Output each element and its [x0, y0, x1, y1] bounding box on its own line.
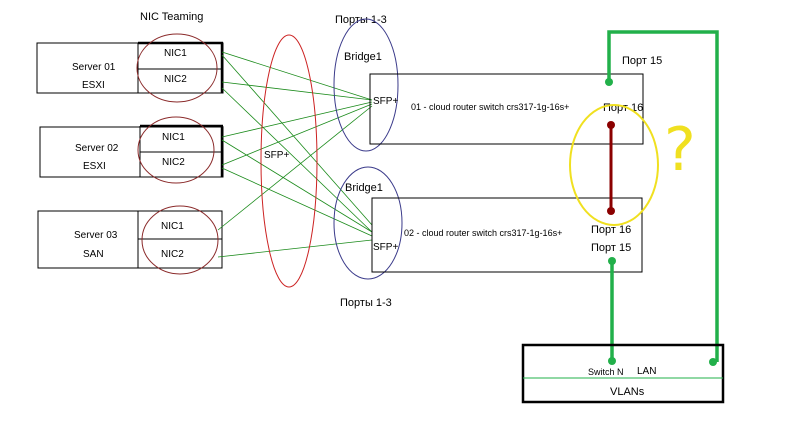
server-03-name: Server 03 — [74, 230, 118, 241]
switch-01: SFP+ 01 - cloud router switch crs317-1g-… — [369, 55, 662, 145]
server-02-name: Server 02 — [75, 143, 119, 154]
switch-02-port15: Порт 15 — [591, 242, 631, 254]
server-03: Server 03 SAN NIC1 NIC2 — [37, 205, 223, 275]
switch-02: SFP+ 02 - cloud router switch crs317-1g-… — [371, 197, 643, 273]
stack-link-bottom-dot — [607, 207, 615, 215]
stack-highlight-ellipse — [569, 104, 659, 226]
server-01-nic1: NIC1 — [164, 48, 187, 59]
switch-01-box — [369, 73, 644, 145]
lan-label: LAN — [637, 366, 656, 377]
server-02-team-circle — [137, 116, 215, 184]
switch-01-port15: Порт 15 — [622, 55, 662, 67]
bridge1-top-label: Bridge1 — [344, 51, 382, 63]
sfp-group-ellipse — [260, 34, 318, 288]
nic-links — [217, 51, 373, 258]
bridge1-bottom-label: Bridge1 — [345, 182, 383, 194]
switch-01-name: 01 - cloud router switch crs317-1g-16s+ — [411, 102, 569, 112]
uplink-switch01-dot — [605, 78, 613, 86]
server-01-team-circle — [136, 33, 218, 103]
switch-01-port16: Порт 16 — [603, 102, 643, 114]
uplink-switch02-end-dot — [608, 357, 616, 365]
server-03-team-circle — [141, 205, 219, 275]
ports-bottom-label: Порты 1-3 — [340, 297, 392, 309]
server-03-os: SAN — [83, 249, 104, 260]
server-03-nic2: NIC2 — [161, 249, 184, 260]
lan-switch: Switch N LAN VLANs — [521, 343, 725, 404]
question-mark: ? — [664, 115, 696, 185]
bridge1-bottom-ellipse — [333, 166, 403, 280]
stack-link-top-dot — [607, 121, 615, 129]
switch-02-box — [371, 197, 643, 273]
lan-switch-box — [521, 343, 725, 404]
nic-teaming-label: NIC Teaming — [140, 11, 203, 23]
server-01-os: ESXI — [82, 80, 105, 91]
switch-02-name: 02 - cloud router switch crs317-1g-16s+ — [404, 228, 562, 238]
server-02-nic1: NIC1 — [162, 132, 185, 143]
server-02-nic2: NIC2 — [162, 157, 185, 168]
sfp-middle-label: SFP+ — [264, 150, 289, 161]
uplink-switch01 — [607, 30, 719, 362]
server-01-box — [36, 42, 224, 94]
switch-02-sfp: SFP+ — [373, 242, 398, 253]
server-03-nic1: NIC1 — [161, 221, 184, 232]
server-01-nic2: NIC2 — [164, 74, 187, 85]
switch-01-sfp: SFP+ — [373, 96, 398, 107]
uplink-switch01-end-dot — [709, 358, 717, 366]
lan-switch-name: Switch N — [588, 367, 624, 377]
server-01-name: Server 01 — [72, 62, 116, 73]
uplink-switch02-dot — [608, 257, 616, 265]
server-01: Server 01 ESXI NIC1 NIC2 — [36, 33, 224, 103]
bridge1-top-ellipse — [333, 18, 399, 152]
server-02: Server 02 ESXI NIC1 NIC2 — [39, 116, 224, 184]
server-02-os: ESXI — [83, 161, 106, 172]
switch-02-port16: Порт 16 — [591, 224, 631, 236]
vlans-label: VLANs — [610, 386, 645, 398]
